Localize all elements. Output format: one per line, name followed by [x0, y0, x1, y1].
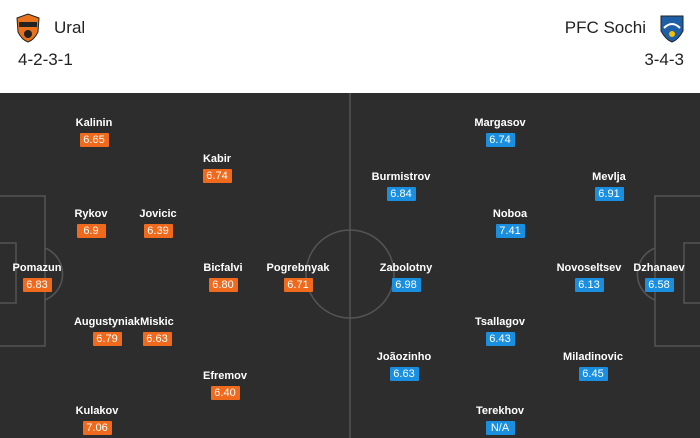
pitch-markings	[0, 93, 700, 438]
player-name: Efremov	[202, 370, 248, 382]
player-pomazun[interactable]: Pomazun 6.83	[0, 261, 82, 293]
player-name: Kalinin	[75, 117, 113, 129]
player-miladinovic[interactable]: Miladinovic 6.45	[548, 350, 638, 382]
player-name: Dzhanaev	[633, 262, 685, 274]
home-team-name: Ural	[54, 18, 86, 37]
player-rating: 6.74	[485, 133, 515, 147]
player-rating: 6.40	[210, 386, 240, 400]
player-tsallagov[interactable]: Tsallagov 6.43	[455, 315, 545, 347]
player-rating: 6.84	[386, 187, 416, 201]
player-rating: 6.58	[644, 278, 674, 292]
player-rating: 6.79	[92, 332, 122, 346]
player-novoseltsev[interactable]: Novoseltsev 6.13	[544, 261, 634, 293]
player-rating: 6.13	[574, 278, 604, 292]
player-rating: 6.80	[208, 278, 238, 292]
player-name: Pomazun	[12, 262, 62, 274]
player-name: Terekhov	[475, 405, 525, 417]
player-rating: 7.06	[82, 421, 112, 435]
player-rating: 6.71	[283, 278, 313, 292]
player-joaozinho[interactable]: Joãozinho 6.63	[359, 350, 449, 382]
player-name: Kabir	[202, 153, 232, 165]
player-name: Burmistrov	[371, 171, 431, 183]
player-name: Zabolotny	[379, 262, 433, 274]
player-rating: 6.63	[389, 367, 419, 381]
player-bicfalvi[interactable]: Bicfalvi 6.80	[178, 261, 268, 293]
player-name: Rykov	[74, 208, 108, 220]
player-rating: 6.74	[202, 169, 232, 183]
player-name: Tsallagov	[475, 316, 525, 328]
away-team-name: PFC Sochi	[564, 18, 646, 37]
player-name: Novoseltsev	[556, 262, 622, 274]
player-burmistrov[interactable]: Burmistrov 6.84	[356, 170, 446, 202]
player-kulakov[interactable]: Kulakov 7.06	[52, 404, 142, 436]
player-augustyniak[interactable]: Augustyniak 6.79	[62, 315, 152, 347]
player-rating: N/A	[485, 421, 515, 435]
player-pogrebnyak[interactable]: Pogrebnyak 6.71	[253, 261, 343, 293]
player-kabir[interactable]: Kabir 6.74	[172, 152, 262, 184]
player-name: Augustyniak	[73, 316, 140, 328]
player-rating: 6.63	[142, 332, 172, 346]
player-name: Noboa	[492, 208, 528, 220]
player-rating: 6.98	[391, 278, 421, 292]
player-rating: 6.39	[143, 224, 173, 238]
player-name: Pogrebnyak	[266, 262, 330, 274]
player-name: Jovicic	[139, 208, 177, 220]
pitch: Kalinin 6.65 Kabir 6.74 Rykov 6.9 Jovici…	[0, 93, 700, 438]
player-name: Margasov	[474, 117, 526, 129]
player-rating: 6.83	[22, 278, 52, 292]
player-kalinin[interactable]: Kalinin 6.65	[49, 116, 139, 148]
ural-crest-icon	[16, 13, 40, 43]
player-name: Kulakov	[75, 405, 119, 417]
player-efremov[interactable]: Efremov 6.40	[180, 369, 270, 401]
player-rating: 6.9	[76, 224, 106, 238]
player-name: Mevlja	[592, 171, 626, 183]
player-name: Joãozinho	[376, 351, 432, 363]
player-name: Bicfalvi	[203, 262, 243, 274]
player-rating: 6.45	[578, 367, 608, 381]
player-rating: 6.91	[594, 187, 624, 201]
match-header: Ural 4-2-3-1 PFC Sochi 3-4-3	[0, 0, 700, 93]
player-rykov[interactable]: Rykov 6.9	[46, 207, 136, 239]
player-name: Miladinovic	[563, 351, 623, 363]
player-jovicic[interactable]: Jovicic 6.39	[113, 207, 203, 239]
player-rating: 7.41	[495, 224, 525, 238]
player-dzhanaev[interactable]: Dzhanaev 6.58	[614, 261, 700, 293]
player-miskic[interactable]: Miskic 6.63	[112, 315, 202, 347]
player-rating: 6.43	[485, 332, 515, 346]
player-rating: 6.65	[79, 133, 109, 147]
player-noboa[interactable]: Noboa 7.41	[465, 207, 555, 239]
player-margasov[interactable]: Margasov 6.74	[455, 116, 545, 148]
away-formation: 3-4-3	[644, 50, 684, 69]
player-mevlja[interactable]: Mevlja 6.91	[564, 170, 654, 202]
sochi-crest-icon	[660, 15, 684, 43]
player-name: Miskic	[140, 316, 174, 328]
player-zabolotny[interactable]: Zabolotny 6.98	[361, 261, 451, 293]
player-terekhov[interactable]: Terekhov N/A	[455, 404, 545, 436]
home-formation: 4-2-3-1	[18, 50, 73, 69]
